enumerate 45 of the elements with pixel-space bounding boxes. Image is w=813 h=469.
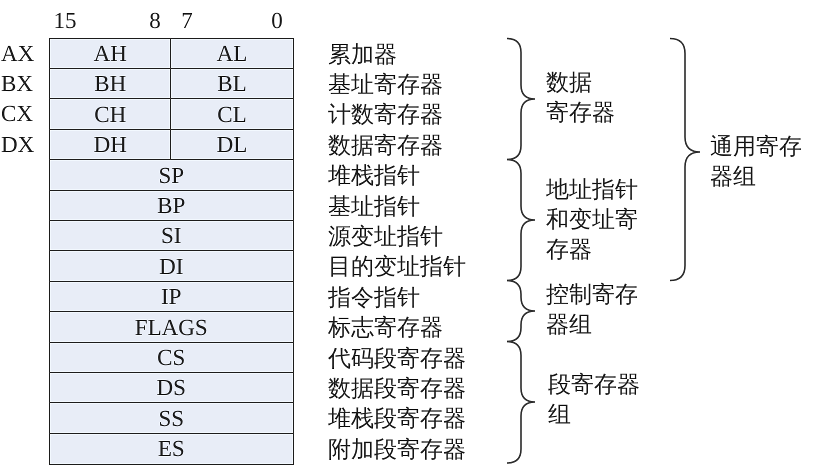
register-description: 计数寄存器 <box>328 101 443 130</box>
register-description: 源变址指针 <box>328 222 443 251</box>
register-cell: CH <box>48 98 172 130</box>
register-cell: SI <box>48 220 294 252</box>
register-cell: IP <box>48 280 294 313</box>
group-label: 控制寄存器组 <box>546 281 639 339</box>
register-cell: AH <box>48 38 172 70</box>
register-cell: CL <box>170 98 294 130</box>
group-label: 数据寄存器 <box>546 69 616 127</box>
register-cell: AL <box>170 38 294 70</box>
register-cell: DI <box>48 250 294 282</box>
register-description: 基址寄存器 <box>328 70 443 99</box>
group-label: 通用寄存器组 <box>710 133 803 191</box>
bit-number: 15 <box>54 8 76 34</box>
bit-number: 0 <box>271 8 283 34</box>
bit-number: 7 <box>181 8 193 34</box>
register-description: 数据寄存器 <box>328 132 443 160</box>
register-cell: FLAGS <box>48 311 294 344</box>
register-cell: DL <box>170 128 294 161</box>
register-cell: CS <box>48 342 294 374</box>
register-description: 基址指针 <box>328 192 420 220</box>
register-description: 代码段寄存器 <box>328 344 466 372</box>
register-cell: DS <box>48 372 294 404</box>
register-cell: BH <box>48 68 172 100</box>
register-cell: SS <box>48 402 294 434</box>
bit-number: 8 <box>149 8 161 34</box>
register-cell: BL <box>170 68 294 100</box>
register-description: 附加段寄存器 <box>328 436 466 464</box>
register-description: 目的变址指针 <box>328 253 466 282</box>
register-name: CX <box>1 101 33 128</box>
register-name: BX <box>1 70 33 97</box>
register-description: 数据段寄存器 <box>328 374 466 403</box>
register-description: 指令指针 <box>328 284 420 312</box>
group-label: 段寄存器组 <box>548 371 641 429</box>
register-cell: DH <box>48 128 172 161</box>
register-description: 堆栈指针 <box>328 162 420 190</box>
register-name: DX <box>1 132 34 158</box>
register-description: 标志寄存器 <box>328 314 443 342</box>
register-cell: ES <box>48 432 294 465</box>
group-label: 地址指针和变址寄存器 <box>546 176 639 264</box>
register-description: 累加器 <box>328 40 397 68</box>
register-name: AX <box>1 40 34 66</box>
register-description: 堆栈段寄存器 <box>328 405 466 434</box>
register-cell: BP <box>48 190 294 222</box>
register-cell: SP <box>48 159 294 192</box>
